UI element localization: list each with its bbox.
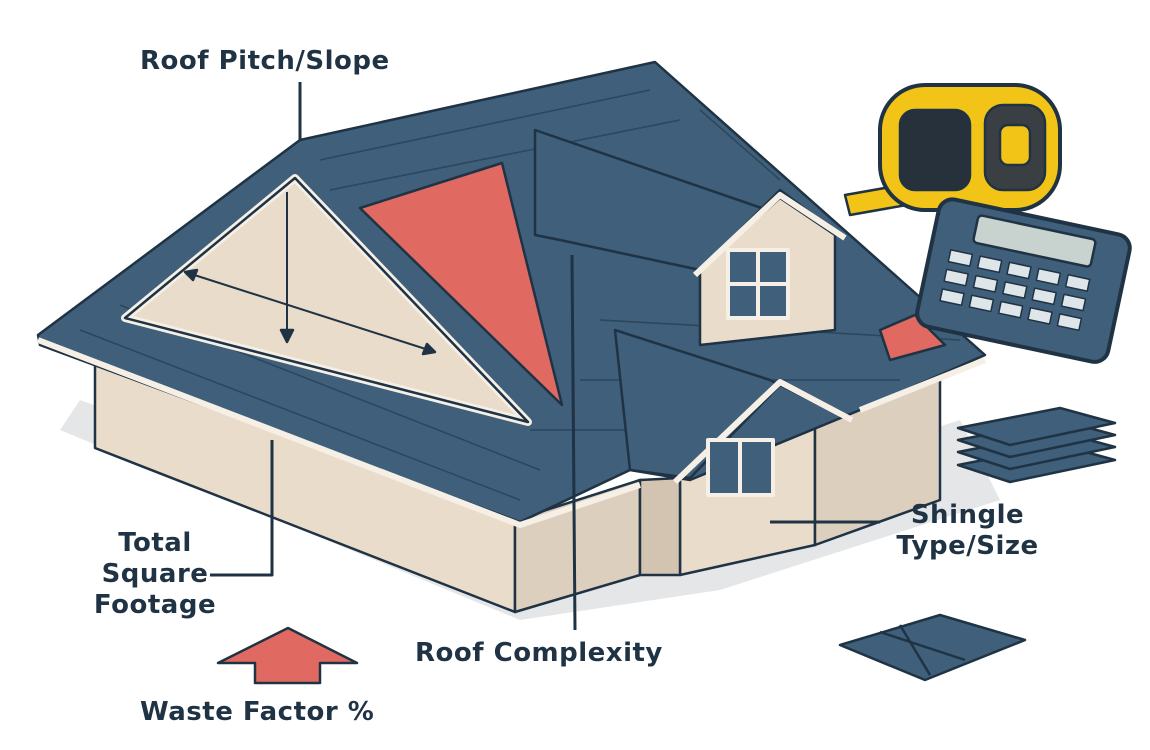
complexity-highlight	[358, 161, 564, 407]
ground-shadow	[60, 400, 1000, 620]
label-shingle-line2: Type/Size	[896, 531, 1039, 561]
calculator-icon	[915, 197, 1132, 364]
single-shingle-icon	[838, 613, 1027, 682]
label-roof-complexity: Roof Complexity	[415, 638, 663, 668]
tape-measure-icon	[843, 83, 1062, 217]
eave-trim	[36, 337, 641, 528]
label-footage-line1: Total	[118, 528, 192, 558]
label-total-square-footage: Total Square Footage	[90, 528, 220, 621]
label-roof-pitch: Roof Pitch/Slope	[140, 46, 390, 76]
up-arrow-icon	[216, 626, 359, 685]
label-shingle-line1: Shingle	[910, 500, 1025, 530]
label-shingle-type: Shingle Type/Size	[885, 500, 1050, 562]
complexity-highlight-small	[878, 313, 947, 362]
label-waste-factor: Waste Factor %	[140, 697, 375, 727]
label-footage-line2: Square	[101, 559, 209, 589]
shingle-stack-icon	[956, 406, 1117, 484]
porch-wall	[638, 476, 682, 577]
label-footage-line3: Footage	[93, 590, 217, 620]
